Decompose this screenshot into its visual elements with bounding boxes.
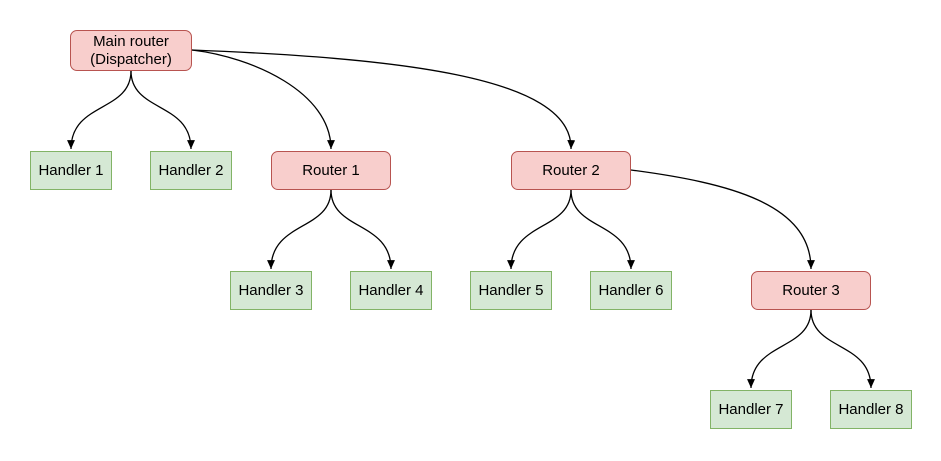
- node-handler-3: Handler 3: [230, 271, 312, 310]
- edge-router-1-to-handler-3: [267, 189, 332, 270]
- edge-router-3-to-handler-7: [747, 309, 812, 389]
- edge-main-router-to-router-2: [191, 49, 576, 150]
- edge-router-3-to-handler-8: [810, 309, 875, 389]
- edge-router-2-to-handler-6: [570, 189, 635, 270]
- edge-router-1-to-handler-4: [330, 189, 395, 270]
- node-main-router-label-line2: (Dispatcher): [90, 50, 172, 68]
- node-handler-2: Handler 2: [150, 151, 232, 190]
- edge-router-2-to-router-3: [630, 169, 815, 270]
- edge-main-router-to-router-1: [191, 49, 335, 150]
- node-handler-4: Handler 4: [350, 271, 432, 310]
- node-handler-5: Handler 5: [470, 271, 552, 310]
- node-main-router: Main router (Dispatcher): [70, 30, 192, 71]
- node-router-1: Router 1: [271, 151, 391, 190]
- node-handler-7: Handler 7: [710, 390, 792, 429]
- node-handler-8: Handler 8: [830, 390, 912, 429]
- edge-main-router-to-handler-2: [130, 70, 195, 150]
- edge-main-router-to-handler-1: [67, 70, 132, 150]
- node-main-router-label-line1: Main router: [93, 32, 169, 50]
- node-handler-6: Handler 6: [590, 271, 672, 310]
- node-handler-1: Handler 1: [30, 151, 112, 190]
- edge-router-2-to-handler-5: [507, 189, 572, 270]
- node-router-3: Router 3: [751, 271, 871, 310]
- node-router-2: Router 2: [511, 151, 631, 190]
